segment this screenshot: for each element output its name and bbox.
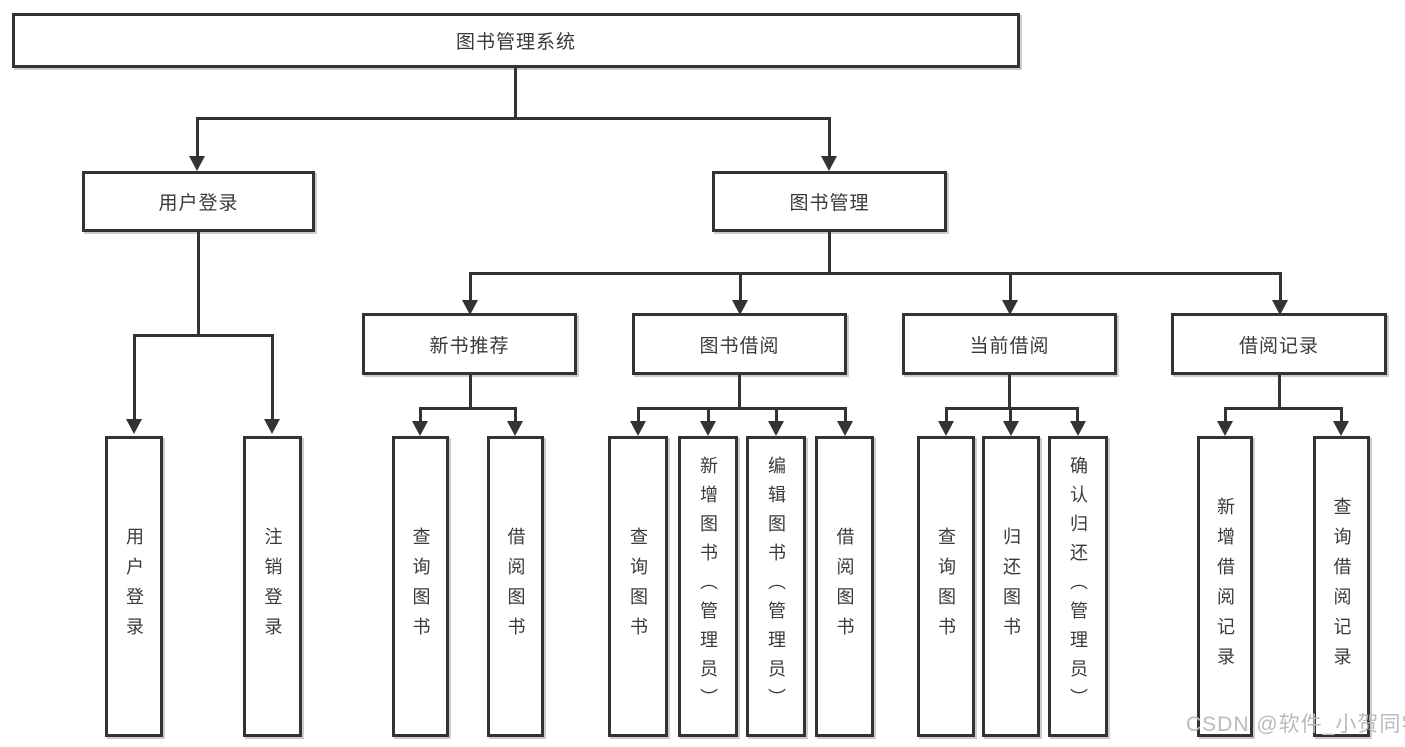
- connector-line: [739, 272, 742, 301]
- leaf-query-book-3: 查询图书: [917, 436, 975, 737]
- connector-arrowhead: [126, 419, 142, 434]
- connector-line: [1224, 407, 1343, 410]
- connector-line: [514, 68, 517, 118]
- node-book-management: 图书管理: [712, 171, 947, 232]
- leaf-user-login: 用户登录: [105, 436, 163, 737]
- node-borrow-records: 借阅记录: [1171, 313, 1387, 375]
- connector-line: [419, 407, 517, 410]
- node-new-book-recommend: 新书推荐: [362, 313, 577, 375]
- connector-line: [775, 407, 778, 422]
- connector-arrowhead: [507, 421, 523, 436]
- connector-arrowhead: [700, 421, 716, 436]
- connector-line: [271, 334, 274, 419]
- connector-line: [514, 407, 517, 422]
- connector-line: [828, 232, 831, 273]
- connector-line: [945, 407, 1079, 410]
- connector-line: [196, 117, 830, 120]
- connector-line: [945, 407, 948, 422]
- connector-line: [637, 407, 846, 410]
- connector-arrowhead: [1333, 421, 1349, 436]
- connector-arrowhead: [1003, 421, 1019, 436]
- connector-line: [469, 272, 472, 301]
- connector-line: [707, 407, 710, 422]
- connector-arrowhead: [732, 300, 748, 315]
- connector-line: [133, 334, 136, 419]
- connector-line: [637, 407, 640, 422]
- leaf-query-borrow-record: 查询借阅记录: [1313, 436, 1370, 737]
- node-root: 图书管理系统: [12, 13, 1020, 68]
- leaf-add-book-admin: 新增图书（管理员）: [678, 436, 738, 737]
- connector-line: [469, 272, 1282, 275]
- connector-line: [196, 117, 199, 157]
- connector-line: [419, 407, 422, 422]
- node-current-borrow: 当前借阅: [902, 313, 1117, 375]
- connector-line: [828, 117, 831, 157]
- node-user-login: 用户登录: [82, 171, 315, 232]
- connector-line: [1224, 407, 1227, 422]
- connector-line: [1279, 272, 1282, 301]
- connector-arrowhead: [1070, 421, 1086, 436]
- leaf-query-book: 查询图书: [392, 436, 449, 737]
- leaf-borrow-book-2: 借阅图书: [815, 436, 874, 737]
- connector-line: [1009, 407, 1012, 422]
- leaf-confirm-return-admin: 确认归还（管理员）: [1048, 436, 1108, 737]
- connector-arrowhead: [1002, 300, 1018, 315]
- connector-line: [844, 407, 847, 422]
- connector-line: [197, 232, 200, 335]
- connector-arrowhead: [938, 421, 954, 436]
- connector-arrowhead: [821, 156, 837, 171]
- connector-line: [1340, 407, 1343, 422]
- leaf-edit-book-admin: 编辑图书（管理员）: [746, 436, 806, 737]
- leaf-add-borrow-record: 新增借阅记录: [1197, 436, 1253, 737]
- connector-arrowhead: [1217, 421, 1233, 436]
- leaf-borrow-book: 借阅图书: [487, 436, 544, 737]
- connector-line: [738, 375, 741, 408]
- connector-line: [1009, 272, 1012, 301]
- connector-arrowhead: [630, 421, 646, 436]
- connector-line: [1076, 407, 1079, 422]
- connector-line: [1008, 375, 1011, 408]
- leaf-query-book-2: 查询图书: [608, 436, 668, 737]
- connector-line: [133, 334, 274, 337]
- csdn-watermark: CSDN @软件_小贺同学: [1186, 713, 1405, 736]
- connector-arrowhead: [768, 421, 784, 436]
- connector-arrowhead: [412, 421, 428, 436]
- connector-arrowhead: [1272, 300, 1288, 315]
- node-book-borrow: 图书借阅: [632, 313, 847, 375]
- connector-arrowhead: [837, 421, 853, 436]
- leaf-return-book: 归还图书: [982, 436, 1040, 737]
- connector-arrowhead: [264, 419, 280, 434]
- leaf-logout: 注销登录: [243, 436, 302, 737]
- connector-line: [469, 375, 472, 408]
- connector-line: [1278, 375, 1281, 408]
- connector-arrowhead: [189, 156, 205, 171]
- connector-arrowhead: [462, 300, 478, 315]
